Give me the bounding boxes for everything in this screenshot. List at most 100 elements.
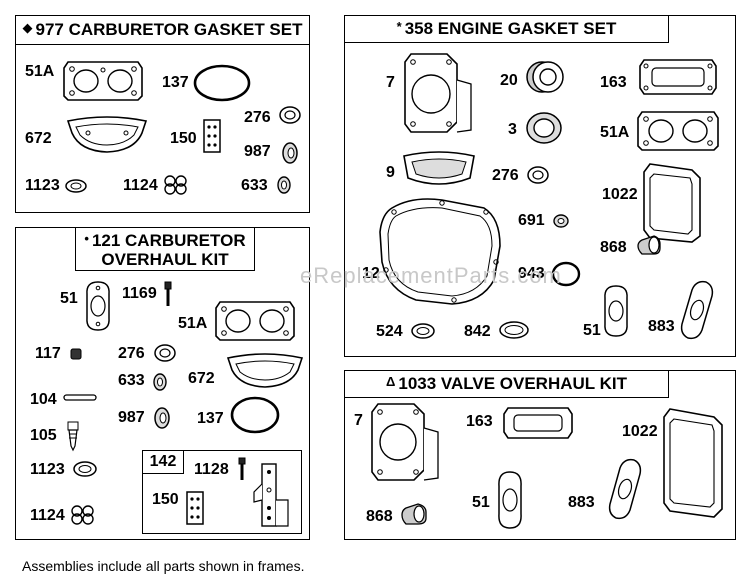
part-washer-987-carb[interactable] [152, 405, 172, 431]
label-cg-1123: 1123 [25, 177, 60, 194]
label-co-987: 987 [118, 409, 145, 426]
part-washer-633[interactable] [276, 175, 292, 195]
title-carburetor-gasket-set: ◆977 CARBURETOR GASKET SET [15, 15, 310, 45]
part-seal-20[interactable] [524, 58, 566, 96]
label-vo-1022: 1022 [622, 423, 658, 440]
part-gasket-163[interactable] [636, 56, 720, 98]
part-carb-gasket-51a[interactable] [62, 58, 144, 104]
label-co-137: 137 [197, 410, 224, 427]
part-ring-524[interactable] [410, 322, 436, 340]
label-co-1123: 1123 [30, 461, 65, 478]
label-eg-883: 883 [648, 318, 675, 335]
title-engine-gasket-set: *358 ENGINE GASKET SET [344, 15, 669, 43]
part-oring-137[interactable] [192, 62, 252, 104]
part-plate-150[interactable] [202, 118, 222, 154]
part-fitting-117[interactable] [68, 345, 84, 363]
frame-sub-kit-142 [142, 450, 302, 534]
part-seal-3[interactable] [524, 110, 564, 146]
part-gasket-9[interactable] [400, 150, 478, 190]
part-head-gasket-7-valve[interactable] [370, 400, 442, 486]
part-carb-gasket-51a-engine[interactable] [636, 108, 720, 154]
part-screw-1128[interactable] [236, 456, 248, 482]
part-seal-276-carb[interactable] [152, 342, 178, 364]
label-eg-3: 3 [508, 121, 517, 138]
part-gasket-51-carb[interactable] [84, 280, 112, 332]
part-seal-691[interactable] [552, 212, 570, 230]
label-co-104: 104 [30, 391, 57, 408]
part-ring-1123-carb[interactable] [72, 460, 98, 478]
label-eg-163: 163 [600, 74, 627, 91]
label-co-51: 51 [60, 290, 78, 307]
part-ring-1123[interactable] [64, 178, 88, 194]
part-gasket-51-valve[interactable] [496, 470, 524, 530]
part-bushing-868[interactable] [636, 232, 664, 258]
part-rings-1124-carb[interactable] [70, 505, 102, 525]
part-gasket-672[interactable] [62, 115, 152, 157]
label-eg-524: 524 [376, 323, 403, 340]
label-eg-868: 868 [600, 239, 627, 256]
part-ring-842[interactable] [498, 320, 530, 340]
frame-mark-asterisk: * [396, 19, 402, 34]
watermark: eReplacementParts.com [300, 263, 562, 288]
label-eg-51: 51 [583, 322, 601, 339]
label-eg-51a: 51A [600, 124, 630, 141]
label-co-633: 633 [118, 372, 145, 389]
part-seal-276[interactable] [277, 104, 303, 126]
title-sub-kit-142: 142 [142, 450, 184, 474]
part-cover-gasket-1022[interactable] [640, 160, 704, 246]
part-seal-276-engine[interactable] [525, 164, 551, 186]
label-vo-883: 883 [568, 494, 595, 511]
label-cg-137: 137 [162, 74, 189, 91]
label-cg-51a: 51A [25, 63, 55, 80]
part-gasket-883-valve[interactable] [604, 456, 644, 522]
label-co-1169: 1169 [122, 285, 157, 302]
footer-note: Assemblies include all parts shown in fr… [22, 558, 305, 574]
label-co-672: 672 [188, 370, 215, 387]
part-carb-gasket-51a-overhaul[interactable] [214, 298, 296, 344]
part-bracket-142[interactable] [252, 460, 292, 530]
label-co-105: 105 [30, 427, 57, 444]
label-co-51a: 51A [178, 315, 208, 332]
part-pin-104[interactable] [62, 392, 98, 404]
frame-mark-bullet: • [84, 231, 89, 246]
label-co-1128: 1128 [194, 461, 229, 478]
label-eg-9: 9 [386, 164, 395, 181]
part-screw-1169[interactable] [162, 280, 174, 308]
label-eg-12: 12 [362, 265, 380, 282]
label-cg-633: 633 [241, 177, 268, 194]
part-crankcase-gasket-12[interactable] [372, 190, 508, 310]
label-eg-943: 943 [518, 265, 545, 282]
label-eg-276: 276 [492, 167, 519, 184]
part-rings-1124[interactable] [163, 175, 195, 195]
label-co-117: 117 [35, 345, 61, 362]
part-needle-105[interactable] [64, 420, 82, 452]
label-eg-842: 842 [464, 323, 491, 340]
label-eg-7: 7 [386, 74, 395, 91]
label-eg-1022: 1022 [602, 186, 638, 203]
label-eg-691: 691 [518, 212, 545, 229]
part-bushing-868-valve[interactable] [400, 500, 430, 528]
label-vo-7: 7 [354, 412, 363, 429]
part-oring-137-carb[interactable] [229, 394, 281, 436]
label-co-1124: 1124 [30, 507, 65, 524]
label-vo-163: 163 [466, 413, 493, 430]
part-gasket-51-engine[interactable] [602, 284, 630, 338]
label-co-276: 276 [118, 345, 145, 362]
part-gasket-883-engine[interactable] [676, 278, 716, 342]
part-gasket-672-carb[interactable] [222, 352, 308, 392]
part-washer-987[interactable] [280, 140, 300, 166]
title-carburetor-overhaul-kit: •121 CARBURETOR OVERHAUL KIT [75, 227, 255, 271]
label-cg-150: 150 [170, 130, 197, 147]
part-cover-gasket-1022-valve[interactable] [660, 405, 726, 523]
label-cg-672: 672 [25, 130, 52, 147]
label-co-150: 150 [152, 491, 179, 508]
part-oring-943[interactable] [550, 260, 582, 288]
label-vo-51: 51 [472, 494, 490, 511]
part-gasket-163-valve[interactable] [500, 404, 576, 442]
label-vo-868: 868 [366, 508, 393, 525]
part-plate-150-carb[interactable] [185, 490, 205, 526]
label-eg-20: 20 [500, 72, 518, 89]
part-head-gasket-7[interactable] [403, 50, 475, 140]
part-washer-633-carb[interactable] [152, 372, 168, 392]
